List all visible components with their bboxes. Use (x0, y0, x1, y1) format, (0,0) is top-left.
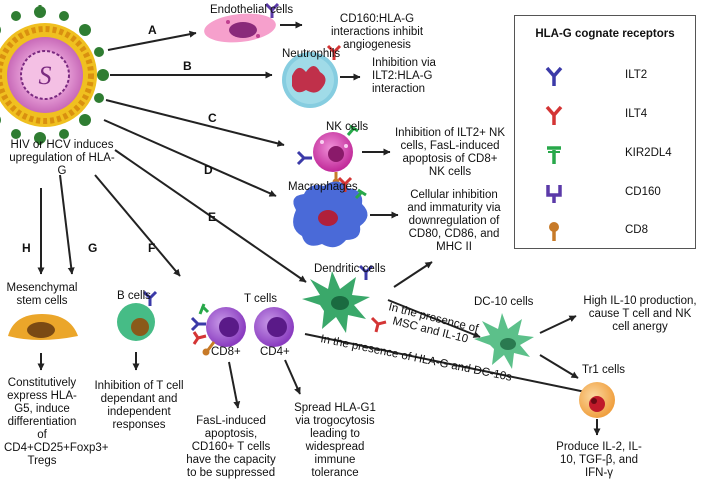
macrophage-cell-icon (293, 176, 368, 248)
cd8-receptor-icon (549, 222, 559, 241)
legend-box: HLA-G cognate receptors ILT2 ILT4 KIR2DL… (514, 15, 696, 249)
macrophages-label: Macrophages (288, 181, 358, 193)
neutrophils-outcome: Inhibition via ILT2:HLA-G interaction (372, 57, 436, 95)
cd8-label: CD8+ (211, 346, 241, 358)
macrophages-outcome: Cellular inhibition and immaturity via d… (407, 189, 501, 253)
endothelial-cells-label: Endothelial cells (210, 4, 294, 16)
arrow-d (103, 119, 277, 197)
virus-particle-icon: S (0, 5, 109, 145)
outcome-arrows (37, 21, 601, 436)
pathway-arrows (37, 30, 307, 283)
letter-d: D (204, 163, 213, 177)
nk-cell-icon (296, 124, 359, 186)
arrow-f (94, 174, 181, 277)
letter-a: A (148, 23, 157, 37)
cd4-label: CD4+ (260, 346, 290, 358)
tr1-cells-label: Tr1 cells (582, 364, 626, 376)
legend-label-ilt2: ILT2 (625, 69, 648, 81)
source-label: HIV or HCV induces upregulation of HLA-G (9, 139, 115, 177)
kir2dl4-receptor-icon (547, 146, 561, 164)
nk-cells-outcome: Inhibition of ILT2+ NK cells, FasL-induc… (394, 127, 506, 178)
mesenchymal-stem-cell-icon (8, 314, 78, 340)
cd4-outcome: Spread HLA-G1 via trogocytosis leading t… (294, 402, 376, 479)
t-cell-cd4-icon (254, 307, 294, 347)
msc-outcome: Constitutively express HLA-G5, induce di… (4, 377, 109, 467)
virus-core-letter: S (39, 61, 52, 90)
msc-label: Mesenchymal stem cells (6, 282, 78, 307)
neutrophil-cell-icon (282, 44, 342, 108)
arrow-c (105, 99, 285, 147)
b-cells-outcome: Inhibition of T cell dependant and indep… (94, 380, 184, 431)
dc10-cells-label: DC-10 cells (474, 296, 534, 308)
arrow-g (59, 174, 75, 275)
arrow-a (107, 30, 197, 51)
legend-item-kir2dl4: KIR2DL4 (515, 142, 695, 166)
ilt4-receptor-icon (545, 105, 563, 125)
letter-g: G (88, 241, 98, 255)
dendritic-cells-label: Dendritic cells (314, 263, 386, 275)
letter-e: E (208, 210, 217, 224)
dc10-cell-icon (474, 313, 534, 369)
legend-label-cd8: CD8 (625, 224, 649, 236)
cd8-outcome: FasL-induced apoptosis, CD160+ T cells h… (186, 415, 276, 479)
letter-b: B (183, 59, 192, 73)
tr1-outcome: Produce IL-2, IL-10, TGF-β, and IFN-γ (556, 441, 642, 479)
legend-item-cd8: CD8 (515, 219, 695, 243)
arrow-e (114, 149, 307, 283)
letter-c: C (208, 111, 217, 125)
b-cells-label: B cells (117, 290, 151, 302)
t-cell-cd8-icon (190, 303, 246, 356)
cd160-receptor-icon (546, 185, 562, 203)
legend-item-ilt4: ILT4 (515, 103, 695, 127)
tr1-cell-icon (579, 382, 615, 418)
t-cells-label: T cells (244, 293, 278, 305)
neutrophils-label: Neutrophils (282, 48, 341, 60)
ilt2-receptor-icon (545, 66, 563, 86)
legend-item-cd160: CD160 (515, 181, 695, 205)
endothelial-cell-icon (204, 2, 280, 43)
legend-item-ilt2: ILT2 (515, 64, 695, 88)
letter-f: F (148, 241, 156, 255)
letter-h: H (22, 241, 31, 255)
legend-label-ilt4: ILT4 (625, 108, 648, 120)
legend-label-cd160: CD160 (625, 186, 661, 198)
endothelial-outcome: CD160:HLA-G interactions inhibit angioge… (330, 13, 424, 51)
dendritic-cell-icon (302, 264, 387, 333)
dc10-outcome: High IL-10 production, cause T cell and … (583, 295, 697, 333)
b-cell-icon (117, 290, 158, 341)
nk-cells-label: NK cells (326, 121, 369, 133)
legend-title: HLA-G cognate receptors (535, 28, 675, 40)
legend-label-kir2dl4: KIR2DL4 (625, 147, 672, 159)
